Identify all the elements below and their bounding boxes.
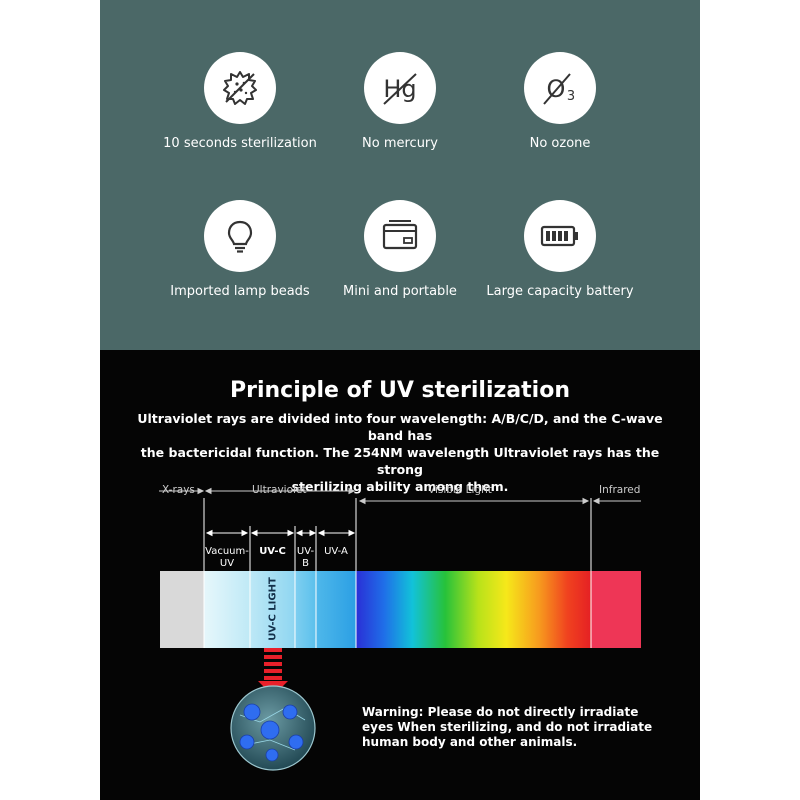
uvb-line: B xyxy=(302,558,309,569)
principle-panel: Principle of UV sterilization Ultraviole… xyxy=(100,350,700,800)
category-brackets xyxy=(159,487,641,505)
feature-label: No mercury xyxy=(362,136,438,151)
feature-no-ozone: O 3 No ozone xyxy=(480,52,640,151)
feature-lamp-beads: Imported lamp beads xyxy=(160,200,320,299)
feature-icon-circle: O 3 xyxy=(524,52,596,124)
lightbulb-icon xyxy=(227,220,253,253)
ozone-crossed-icon: O 3 xyxy=(543,73,575,105)
warning-line: Warning: Please do not directly irradiat… xyxy=(362,705,639,719)
uva-label: UV-A xyxy=(324,546,348,557)
infrared-label: Infrared xyxy=(599,484,641,496)
feature-icon-circle xyxy=(204,200,276,272)
vacuum-uv-line: UV xyxy=(219,558,235,569)
description-line: the bactericidal function. The 254NM wav… xyxy=(140,445,660,477)
feature-battery: Large capacity battery xyxy=(480,200,640,299)
uvc-light-label: UV-C LIGHT xyxy=(267,577,279,641)
uva-band xyxy=(316,571,356,648)
feature-label: Mini and portable xyxy=(343,284,457,299)
xrays-label: X-rays xyxy=(162,484,195,496)
uvb-band xyxy=(295,571,316,648)
principle-title: Principle of UV sterilization xyxy=(229,378,570,403)
feature-icon-circle: Hg xyxy=(364,52,436,124)
virus-icon xyxy=(223,71,257,105)
battery-icon xyxy=(540,225,578,247)
bacteria-sphere-icon xyxy=(230,685,316,771)
warning-text: Warning: Please do not directly irradiat… xyxy=(362,705,662,750)
description-line: sterilizing ability among them. xyxy=(291,479,509,494)
mercury-crossed-icon: Hg xyxy=(383,73,417,105)
uv-sub-brackets xyxy=(205,529,356,537)
principle-description: Ultraviolet rays are divided into four w… xyxy=(124,410,676,495)
spectrum-diagram xyxy=(159,487,641,771)
features-panel: 10 seconds sterilization Hg No mercury O… xyxy=(100,0,700,350)
infrared-band xyxy=(591,571,641,648)
vacuum-uv-band xyxy=(204,571,250,648)
feature-icon-circle xyxy=(524,200,596,272)
feature-label: Imported lamp beads xyxy=(170,284,310,299)
feature-label: 10 seconds sterilization xyxy=(163,136,317,151)
uvb-label: UV- B xyxy=(295,546,316,570)
band-dividers xyxy=(203,498,592,648)
vacuum-uv-label: Vacuum- UV xyxy=(203,546,251,570)
visible-light-label: Visible Light xyxy=(428,484,492,496)
card-icon xyxy=(382,220,418,250)
uvc-label: UV-C xyxy=(259,546,286,557)
ozone-subscript: 3 xyxy=(567,89,575,104)
feature-mini-portable: Mini and portable xyxy=(320,200,480,299)
warning-line: eyes When sterilizing, and do not irradi… xyxy=(362,720,653,734)
uvb-line: UV- xyxy=(296,546,315,557)
ultraviolet-label: Ultraviolet xyxy=(252,484,307,496)
warning-line: human body and other animals. xyxy=(362,735,578,749)
feature-icon-circle xyxy=(364,200,436,272)
feature-icon-circle xyxy=(204,52,276,124)
uvc-band xyxy=(250,571,295,648)
feature-sterilization: 10 seconds sterilization xyxy=(160,52,320,151)
description-line: Ultraviolet rays are divided into four w… xyxy=(137,411,663,443)
feature-label: Large capacity battery xyxy=(486,284,634,299)
visible-band xyxy=(356,571,591,648)
vacuum-uv-line: Vacuum- xyxy=(205,546,249,557)
xray-band xyxy=(160,571,204,648)
feature-no-mercury: Hg No mercury xyxy=(320,52,480,151)
feature-label: No ozone xyxy=(529,136,591,151)
